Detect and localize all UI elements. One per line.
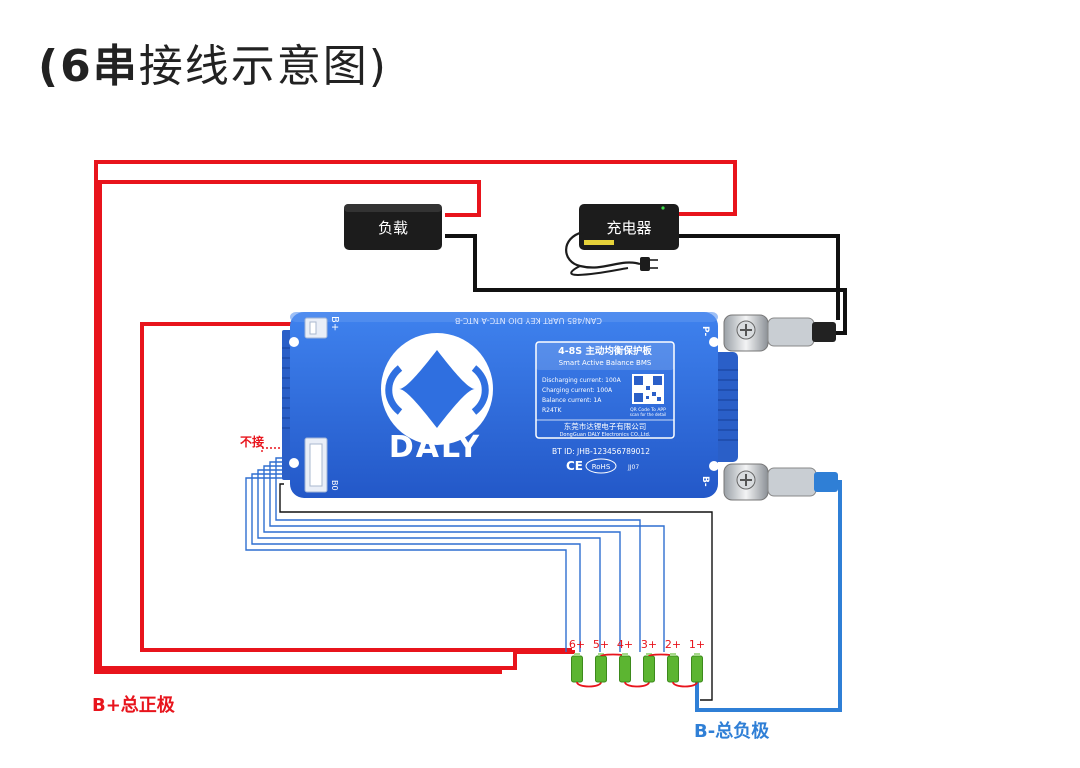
top-ports-label: CAN/485 UART KEY DIO NTC-A NTC-B <box>455 316 602 325</box>
battery-cell: 5+ <box>593 638 609 683</box>
title-rest: 接线示意图) <box>138 41 388 92</box>
cell-link <box>672 681 698 688</box>
black-wires <box>445 234 847 335</box>
wire-load-negative <box>445 234 847 335</box>
model-label: 4-8S 主动均衡保护板 <box>558 345 652 357</box>
charger-label: 充电器 <box>606 219 651 237</box>
battery-cell: 6+ <box>569 638 585 683</box>
company-en-label: DongGuan DALY Electronics CO.,Ltd. <box>560 432 651 438</box>
red-wires <box>94 160 737 674</box>
wire-charger-negative <box>678 234 840 320</box>
no-connect-label: 不接 <box>240 434 264 449</box>
wire-bplus-port <box>140 322 572 652</box>
cell-label: 2+ <box>665 638 681 651</box>
charger-device: 充电器 <box>565 204 679 277</box>
ce-mark: CE <box>566 459 583 473</box>
battery-cells: 6+ 5+ 4+ 3+ 2+ 1+ <box>569 638 705 688</box>
daly-logo-icon <box>381 333 493 445</box>
cell-label: 1+ <box>689 638 705 651</box>
qr-code-icon <box>632 374 664 404</box>
battery-cell: 1+ <box>689 638 705 683</box>
load-device: 负载 <box>344 204 442 250</box>
bt-id-label: BT ID: JHB-123456789012 <box>552 447 650 456</box>
cell-link <box>624 681 650 688</box>
company-label: 东莞市达锂电子有限公司 <box>564 421 647 431</box>
wire-charger-positive <box>94 160 737 674</box>
spec-3: Balance current: 1A <box>542 397 602 404</box>
cell-label: 3+ <box>641 638 657 651</box>
p-terminal-label: P- <box>700 326 710 336</box>
model-en-label: Smart Active Balance BMS <box>559 359 652 367</box>
qr-caption-2: scan for the detail <box>630 412 666 417</box>
wire-load-positive <box>98 180 575 670</box>
qr-caption-1: QR Code To APP <box>630 407 666 413</box>
battery-cell: 3+ <box>641 638 657 683</box>
cell-label: 4+ <box>617 638 633 651</box>
b0-port-label: B0 <box>330 480 339 491</box>
rohs-mark: RoHS <box>592 463 611 471</box>
bms-board: B+ B0 CAN/485 UART KEY DIO NTC-A NTC-B D… <box>282 312 738 498</box>
spec-1: Discharging current: 100A <box>542 377 622 384</box>
spec-4: R24TK <box>542 407 562 414</box>
bms-body <box>290 312 718 498</box>
spec-2: Charging current: 100A <box>542 387 613 394</box>
page-title: (6串接线示意图) <box>38 30 388 94</box>
b-minus-total-label: B-总负极 <box>694 720 770 742</box>
cell-link <box>576 681 602 688</box>
brand-name: DALY <box>389 430 481 465</box>
plug-icon <box>640 257 650 271</box>
wire-bminus <box>695 480 842 712</box>
battery-cell: 2+ <box>665 638 681 683</box>
spec-panel <box>535 341 675 439</box>
battery-cell: 4+ <box>617 638 633 683</box>
b-terminal-bolt <box>723 463 838 501</box>
title-bold: (6串 <box>38 41 139 92</box>
batch-code: JJ07 <box>627 464 639 471</box>
cell-label: 6+ <box>569 638 585 651</box>
balance-wires <box>245 447 713 701</box>
cell-label: 5+ <box>593 638 609 651</box>
b-terminal-label: B- <box>700 476 710 487</box>
bplus-port-label: B+ <box>329 316 340 331</box>
load-label: 负载 <box>378 219 408 237</box>
p-terminal-bolt <box>723 314 836 352</box>
b-plus-total-label: B+总正极 <box>92 694 176 716</box>
